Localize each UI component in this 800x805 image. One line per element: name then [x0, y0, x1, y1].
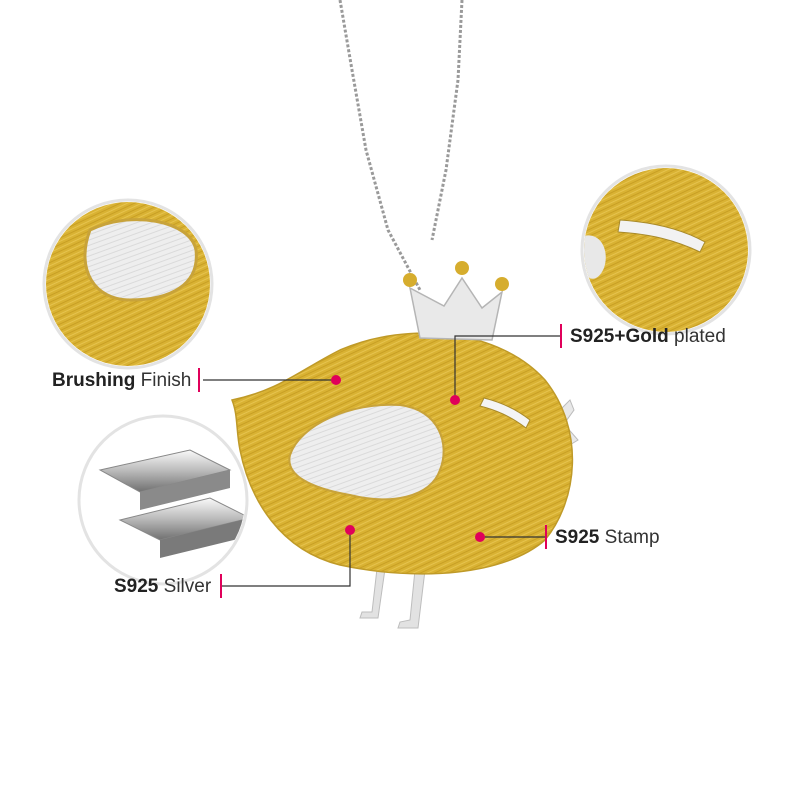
bird-wing — [288, 403, 445, 501]
label-stamp-normal: Stamp — [604, 527, 660, 548]
tick-gold-plated — [560, 324, 562, 348]
tick-silver — [220, 574, 222, 598]
annotation-lines — [203, 335, 560, 587]
detail-silver-bars — [77, 414, 249, 586]
crown — [403, 261, 509, 341]
label-gold-plated: S925+Gold plated — [570, 327, 726, 346]
label-silver-normal: Silver — [163, 576, 212, 597]
label-stamp: S925 Stamp — [555, 528, 660, 547]
tick-brushing — [198, 368, 200, 392]
annotation-dots — [331, 375, 485, 542]
label-brushing-bold: Brushing — [52, 370, 136, 391]
chain — [338, 0, 464, 291]
label-silver: S925 Silver — [114, 577, 211, 596]
bird-eye — [479, 397, 531, 429]
label-brushing-normal: Finish — [140, 370, 192, 391]
tick-stamp — [545, 525, 547, 549]
label-gold-normal: plated — [674, 326, 726, 347]
label-brushing-finish: Brushing Finish — [52, 371, 191, 390]
detail-brushing — [42, 198, 214, 370]
detail-eye — [580, 164, 752, 336]
label-stamp-bold: S925 — [555, 527, 600, 548]
label-silver-bold: S925 — [114, 576, 159, 597]
label-gold-bold: S925+Gold — [570, 326, 669, 347]
